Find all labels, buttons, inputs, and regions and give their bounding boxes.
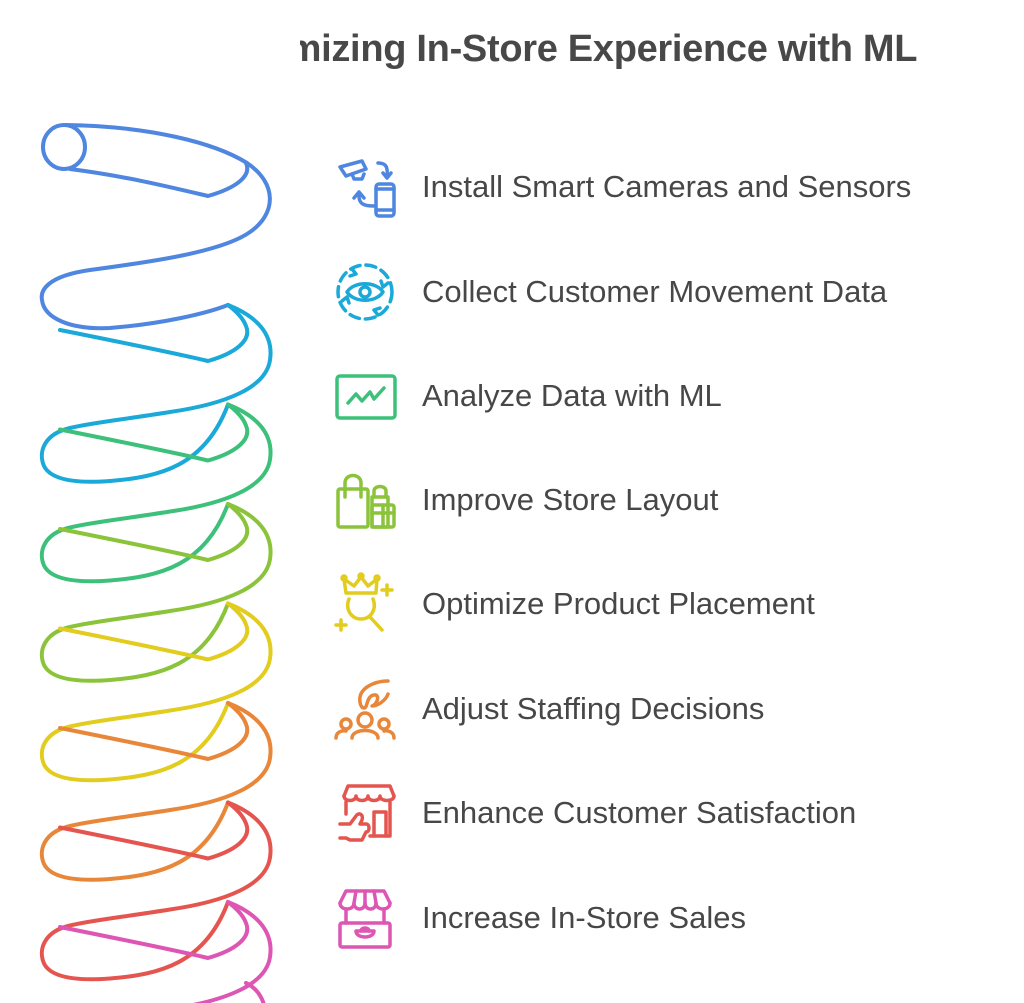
step-label: Enhance Customer Satisfaction xyxy=(422,795,857,830)
line-chart-icon xyxy=(330,361,400,431)
market-stall-icon xyxy=(330,883,400,953)
crown-search-icon xyxy=(330,569,400,639)
step-label: Increase In-Store Sales xyxy=(422,900,746,935)
shopping-bags-icon xyxy=(330,465,400,535)
step-label: Analyze Data with ML xyxy=(422,378,722,413)
step-label: Install Smart Cameras and Sensors xyxy=(422,169,912,204)
page-title: Optimizing In-Store Experience with ML xyxy=(212,28,918,70)
spring-coil-final xyxy=(0,0,300,1003)
step-label: Collect Customer Movement Data xyxy=(422,274,888,309)
step-collect-data: Collect Customer Movement Data xyxy=(330,257,887,327)
staff-group-icon xyxy=(330,674,400,744)
step-install-cameras: Install Smart Cameras and Sensors xyxy=(330,152,911,222)
step-label: Improve Store Layout xyxy=(422,482,719,517)
step-adjust-staffing: Adjust Staffing Decisions xyxy=(330,674,764,744)
step-label: Optimize Product Placement xyxy=(422,586,815,621)
store-thumbs-up-icon xyxy=(330,778,400,848)
step-label: Adjust Staffing Decisions xyxy=(422,691,765,726)
camera-phone-sync-icon xyxy=(330,152,400,222)
step-increase-sales: Increase In-Store Sales xyxy=(330,883,746,953)
step-optimize-placement: Optimize Product Placement xyxy=(330,569,815,639)
step-analyze-data: Analyze Data with ML xyxy=(330,361,722,431)
step-improve-layout: Improve Store Layout xyxy=(330,465,718,535)
step-enhance-satisfaction: Enhance Customer Satisfaction xyxy=(330,778,856,848)
eye-cycle-icon xyxy=(330,257,400,327)
